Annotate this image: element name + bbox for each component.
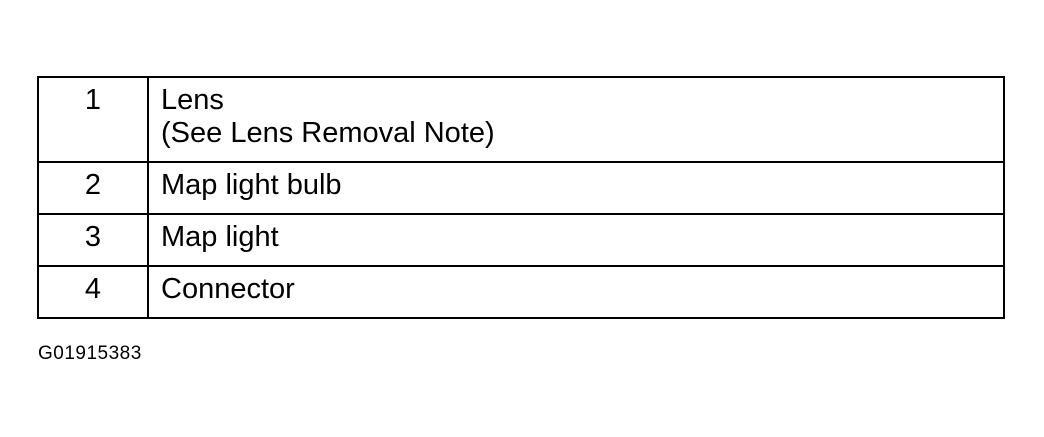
item-description: Lens (See Lens Removal Note) — [147, 76, 1005, 163]
item-number: 2 — [37, 161, 149, 215]
description-line: Map light — [161, 221, 279, 253]
item-description: Connector — [147, 265, 1005, 319]
item-number: 3 — [37, 213, 149, 267]
legend-row: 1 Lens (See Lens Removal Note) — [37, 76, 1005, 163]
item-number: 4 — [37, 265, 149, 319]
description-line: Lens — [161, 84, 224, 116]
legend-row: 4 Connector — [37, 265, 1005, 319]
item-description: Map light bulb — [147, 161, 1005, 215]
item-number: 1 — [37, 76, 149, 163]
description-line: Map light bulb — [161, 169, 342, 201]
item-description: Map light — [147, 213, 1005, 267]
description-line: Connector — [161, 273, 295, 305]
legend-row: 3 Map light — [37, 213, 1005, 267]
legend-row: 2 Map light bulb — [37, 161, 1005, 215]
description-line: (See Lens Removal Note) — [161, 117, 495, 149]
legend-table: 1 Lens (See Lens Removal Note) 2 Map lig… — [37, 76, 1005, 319]
figure-id: G01915383 — [38, 343, 142, 364]
